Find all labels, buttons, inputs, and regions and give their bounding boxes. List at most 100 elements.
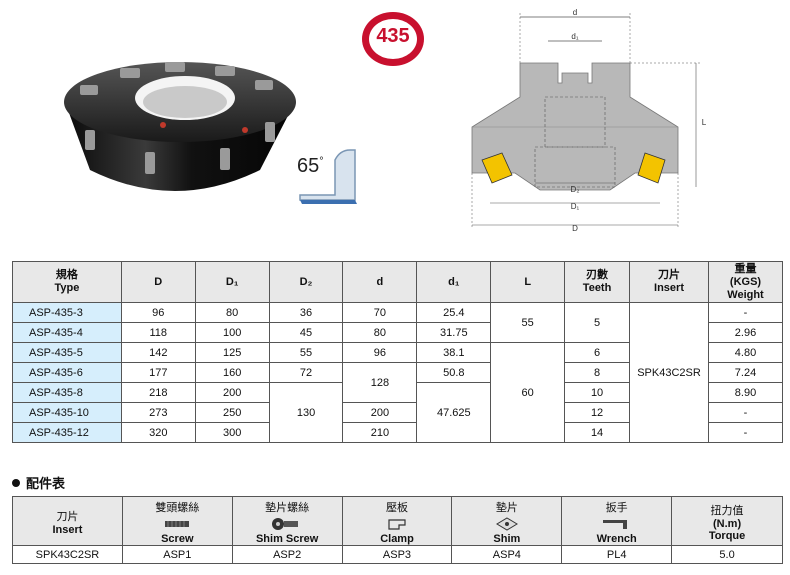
wrench-icon bbox=[602, 520, 627, 529]
double-screw-icon bbox=[165, 521, 190, 527]
cell-type: ASP-435-4 bbox=[12, 322, 122, 343]
cell-D1: 200 bbox=[194, 382, 270, 403]
cell-d: 80 bbox=[342, 322, 418, 343]
header-L: L bbox=[490, 261, 566, 303]
acc-cell-screw: ASP1 bbox=[121, 545, 233, 564]
table-row: ASP-435-5 142 125 55 96 38.1 60 6 4.80 bbox=[12, 342, 783, 443]
shim-icon bbox=[495, 517, 518, 531]
accessory-title: 配件表 bbox=[12, 473, 65, 492]
dim-d-label: d bbox=[573, 8, 577, 17]
table-row: ASP-435-6 177 160 72 128 50.8 8 7.24 bbox=[12, 362, 783, 403]
cell-type: ASP-435-3 bbox=[12, 302, 122, 323]
cell-D1: 300 bbox=[194, 422, 270, 443]
cell-D: 142 bbox=[120, 342, 196, 363]
acc-cell-shim-screw: ASP2 bbox=[231, 545, 343, 564]
dim-D1-label: D₁ bbox=[571, 202, 580, 211]
acc-cell-clamp: ASP3 bbox=[341, 545, 453, 564]
cell-D2: 55 bbox=[268, 342, 344, 363]
cell-D: 218 bbox=[120, 382, 196, 403]
cell-d1: 25.4 bbox=[416, 302, 492, 323]
series-number: 435 bbox=[376, 25, 410, 47]
cell-weight: 4.80 bbox=[708, 342, 783, 363]
cell-teeth: 5 bbox=[564, 302, 631, 343]
series-badge bbox=[362, 12, 424, 66]
cell-type: ASP-435-8 bbox=[12, 382, 122, 403]
cell-type: ASP-435-10 bbox=[12, 402, 122, 423]
table-row: ASP-435-12 320 300 210 14 - bbox=[12, 422, 783, 443]
cell-type: ASP-435-12 bbox=[12, 422, 122, 443]
acc-cell-shim: ASP4 bbox=[451, 545, 563, 564]
cell-D2: 72 bbox=[268, 362, 344, 383]
cell-D1: 125 bbox=[194, 342, 270, 363]
header-d1: d₁ bbox=[416, 261, 492, 303]
cell-d1: 47.625 bbox=[416, 382, 492, 443]
acc-cell-insert: SPK43C2SR bbox=[12, 545, 123, 564]
acc-cell-wrench: PL4 bbox=[561, 545, 673, 564]
acc-header-clamp: 壓板 Clamp bbox=[341, 496, 453, 546]
cell-teeth: 12 bbox=[564, 402, 631, 423]
cell-d1: 50.8 bbox=[416, 362, 492, 383]
accessory-row: SPK43C2SR ASP1 ASP2 ASP3 ASP4 PL4 5.0 bbox=[12, 545, 783, 564]
table-row: ASP-435-10 273 250 200 12 - bbox=[12, 402, 783, 423]
table-row: ASP-435-3 96 80 36 70 25.4 55 5 SPK43C2S… bbox=[12, 302, 783, 443]
cell-D: 273 bbox=[120, 402, 196, 423]
dim-L-label: L bbox=[702, 118, 707, 127]
cell-D2: 130 bbox=[268, 382, 344, 443]
cell-type: ASP-435-6 bbox=[12, 362, 122, 383]
acc-header-screw: 雙頭螺絲 Screw bbox=[121, 496, 233, 546]
cell-D: 177 bbox=[120, 362, 196, 383]
acc-header-wrench: 扳手 Wrench bbox=[561, 496, 673, 546]
cell-teeth: 14 bbox=[564, 422, 631, 443]
angle-label: 65° bbox=[297, 155, 324, 177]
cell-weight: 8.90 bbox=[708, 382, 783, 403]
cell-d: 96 bbox=[342, 342, 418, 363]
header-weight: 重量(KGS)Weight bbox=[708, 261, 783, 303]
cutter-dimension-diagram: d d₁ D₂ D₁ D L bbox=[471, 8, 707, 233]
acc-header-torque: 扭力值(N.m)Torque bbox=[671, 496, 783, 546]
cell-weight: 2.96 bbox=[708, 322, 783, 343]
header-D: D bbox=[120, 261, 196, 303]
header-D2: D₂ bbox=[268, 261, 344, 303]
bullet-icon bbox=[12, 479, 20, 487]
cell-L: 60 bbox=[490, 342, 566, 443]
header-d: d bbox=[342, 261, 418, 303]
cell-weight: - bbox=[708, 302, 783, 323]
acc-header-shim: 墊片 Shim bbox=[451, 496, 563, 546]
cell-d1: 38.1 bbox=[416, 342, 492, 363]
cell-D1: 250 bbox=[194, 402, 270, 423]
cell-weight: 7.24 bbox=[708, 362, 783, 383]
cell-d: 128 bbox=[342, 362, 418, 403]
acc-header-shim-screw: 墊片螺絲 Shim Screw bbox=[231, 496, 343, 546]
cell-D: 320 bbox=[120, 422, 196, 443]
shim-screw-icon bbox=[272, 518, 299, 530]
milling-cutter-image bbox=[64, 62, 296, 191]
cell-teeth: 6 bbox=[564, 342, 631, 363]
cell-insert: SPK43C2SR bbox=[629, 302, 709, 443]
cell-type: ASP-435-5 bbox=[12, 342, 122, 363]
cell-d: 200 bbox=[342, 402, 418, 423]
cell-weight: - bbox=[708, 402, 783, 423]
cell-d: 70 bbox=[342, 302, 418, 323]
table-row: ASP-435-8 218 200 130 47.625 10 8.90 bbox=[12, 382, 783, 443]
clamp-icon bbox=[388, 519, 406, 530]
cell-D2: 45 bbox=[268, 322, 344, 343]
cell-D1: 160 bbox=[194, 362, 270, 383]
dim-d1-label: d₁ bbox=[571, 32, 578, 41]
cell-d: 210 bbox=[342, 422, 418, 443]
cell-D1: 80 bbox=[194, 302, 270, 323]
cell-teeth: 10 bbox=[564, 382, 631, 403]
cell-D1: 100 bbox=[194, 322, 270, 343]
cell-L: 55 bbox=[490, 302, 566, 343]
cell-teeth: 8 bbox=[564, 362, 631, 383]
cell-D: 96 bbox=[120, 302, 196, 323]
dim-D2-label: D₂ bbox=[571, 185, 580, 194]
cell-D2: 36 bbox=[268, 302, 344, 323]
